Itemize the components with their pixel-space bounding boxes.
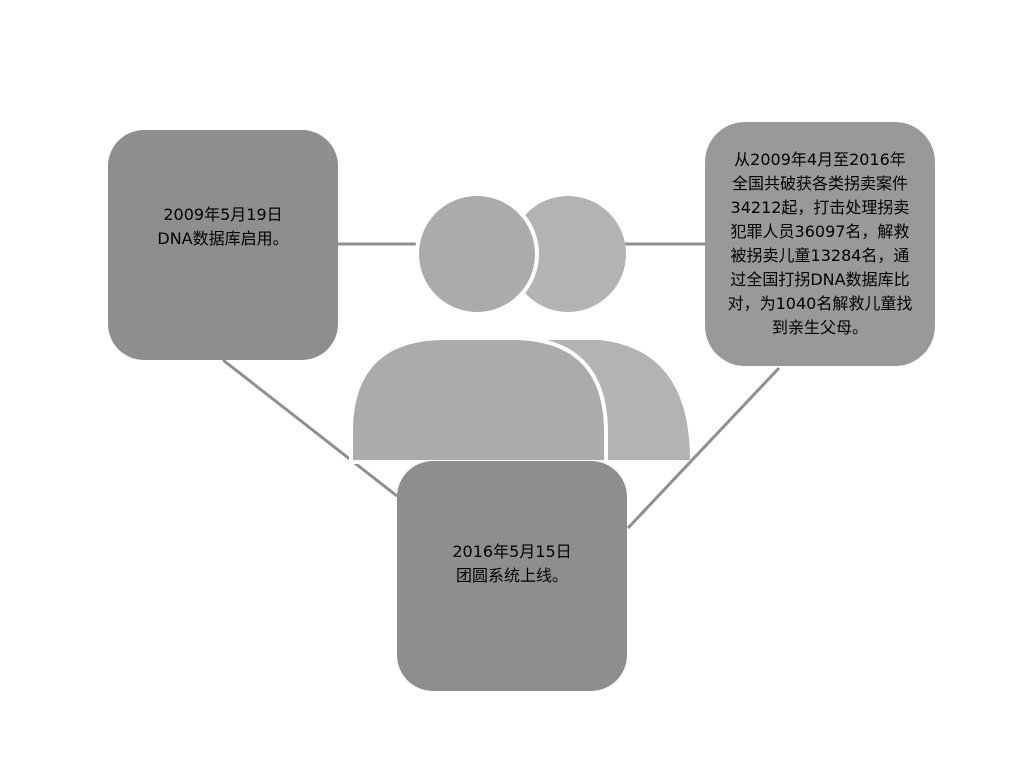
event-text-dna-database: 2009年5月19日 DNA数据库启用。 <box>157 205 289 248</box>
back-person-head <box>510 196 626 312</box>
statistics-text: 从2009年4月至2016年 全国共破获各类拐卖案件 34212起，打击处理拐卖… <box>727 150 913 337</box>
event-box-reunion-system: 2016年5月15日 团圆系统上线。 <box>397 461 627 691</box>
two-people-icon <box>349 192 690 464</box>
statistics-box: 从2009年4月至2016年 全国共破获各类拐卖案件 34212起，打击处理拐卖… <box>705 122 935 366</box>
connector-left-to-bottom <box>222 358 398 498</box>
event-box-dna-database: 2009年5月19日 DNA数据库启用。 <box>108 130 338 360</box>
event-text-reunion-system: 2016年5月15日 团圆系统上线。 <box>452 542 572 585</box>
connector-right-to-bottom <box>626 366 781 530</box>
front-person-body <box>349 336 608 464</box>
front-person-head <box>415 192 539 316</box>
